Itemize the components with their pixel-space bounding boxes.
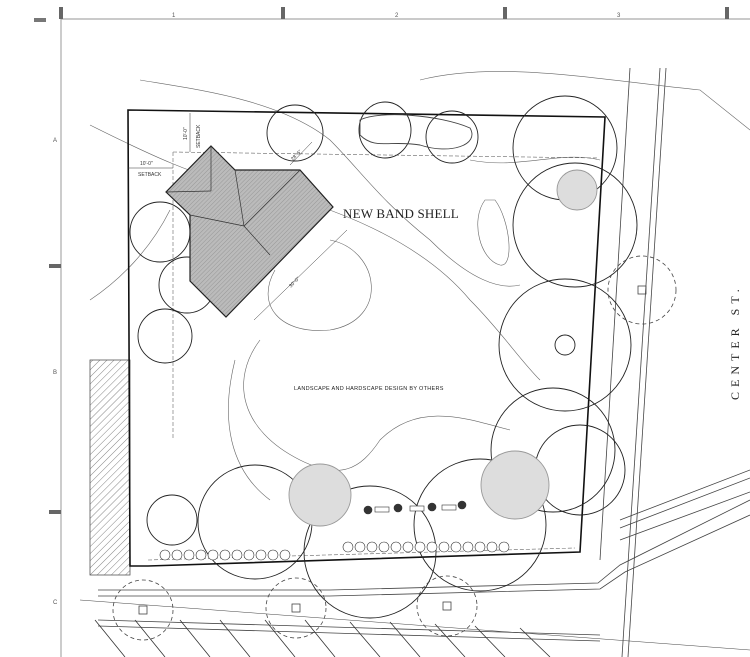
contour-lines — [89, 71, 750, 501]
grid-row-a: A — [53, 138, 58, 144]
sheet-frame — [34, 7, 750, 657]
grid-row-c: C — [53, 600, 58, 606]
band-shell-roof — [165, 145, 334, 318]
grid-column-3: 3 — [617, 13, 621, 19]
design-note: LANDSCAPE AND HARDSCAPE DESIGN BY OTHERS — [294, 386, 444, 392]
parking-stripes — [94, 619, 551, 657]
setback-dim-horizontal: 10'-0" — [140, 161, 153, 167]
grid-column-1: 1 — [172, 13, 176, 19]
setback-label-vertical: SETBACK — [196, 124, 202, 148]
grid-column-2: 2 — [395, 13, 399, 19]
street-lines — [79, 67, 750, 657]
setback-label-horizontal: SETBACK — [138, 172, 162, 178]
band-shell-title: NEW BAND SHELL — [343, 206, 459, 221]
property-boundary — [127, 109, 606, 567]
adjacent-building — [89, 359, 131, 576]
setback-dim-vertical: 10'-0" — [183, 127, 189, 140]
street-trees — [112, 255, 677, 641]
shrub-rows — [159, 500, 510, 561]
trees — [129, 95, 638, 619]
street-name: CENTER ST. — [728, 284, 742, 400]
dimension-lines — [128, 113, 348, 321]
roof-ridges — [165, 146, 301, 256]
grid-row-b: B — [53, 370, 58, 376]
